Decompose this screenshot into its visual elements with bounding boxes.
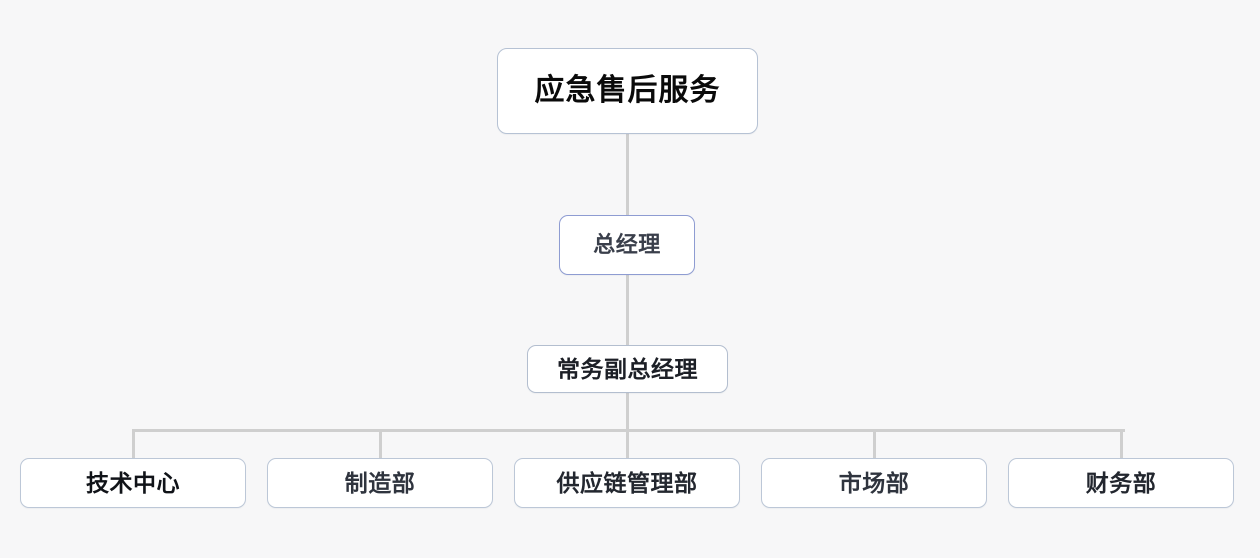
connector-root-to-general-manager: [626, 134, 629, 215]
connector-drop-finance-department: [1120, 429, 1123, 458]
node-label: 应急售后服务: [534, 74, 721, 107]
node-finance-department[interactable]: 财务部: [1008, 458, 1234, 508]
node-marketing-department[interactable]: 市场部: [761, 458, 987, 508]
connector-drop-manufacturing-department: [379, 429, 382, 458]
node-deputy-general-manager[interactable]: 常务副总经理: [527, 345, 728, 393]
connector-deputy-to-bus: [626, 393, 629, 432]
connector-general-manager-to-deputy: [626, 275, 629, 345]
node-label: 总经理: [593, 232, 661, 257]
node-label: 市场部: [838, 469, 910, 496]
node-label: 常务副总经理: [557, 355, 698, 382]
node-label: 供应链管理部: [556, 469, 698, 496]
node-label: 技术中心: [86, 469, 180, 496]
node-root-emergency-after-sales-service[interactable]: 应急售后服务: [497, 48, 758, 134]
node-technology-center[interactable]: 技术中心: [20, 458, 246, 508]
connector-drop-supply-chain-management-department: [626, 429, 629, 458]
node-label: 财务部: [1085, 469, 1157, 496]
node-general-manager[interactable]: 总经理: [559, 215, 695, 275]
node-manufacturing-department[interactable]: 制造部: [267, 458, 493, 508]
connector-drop-marketing-department: [873, 429, 876, 458]
node-label: 制造部: [344, 469, 416, 496]
node-supply-chain-management-department[interactable]: 供应链管理部: [514, 458, 740, 508]
connector-drop-technology-center: [132, 429, 135, 458]
